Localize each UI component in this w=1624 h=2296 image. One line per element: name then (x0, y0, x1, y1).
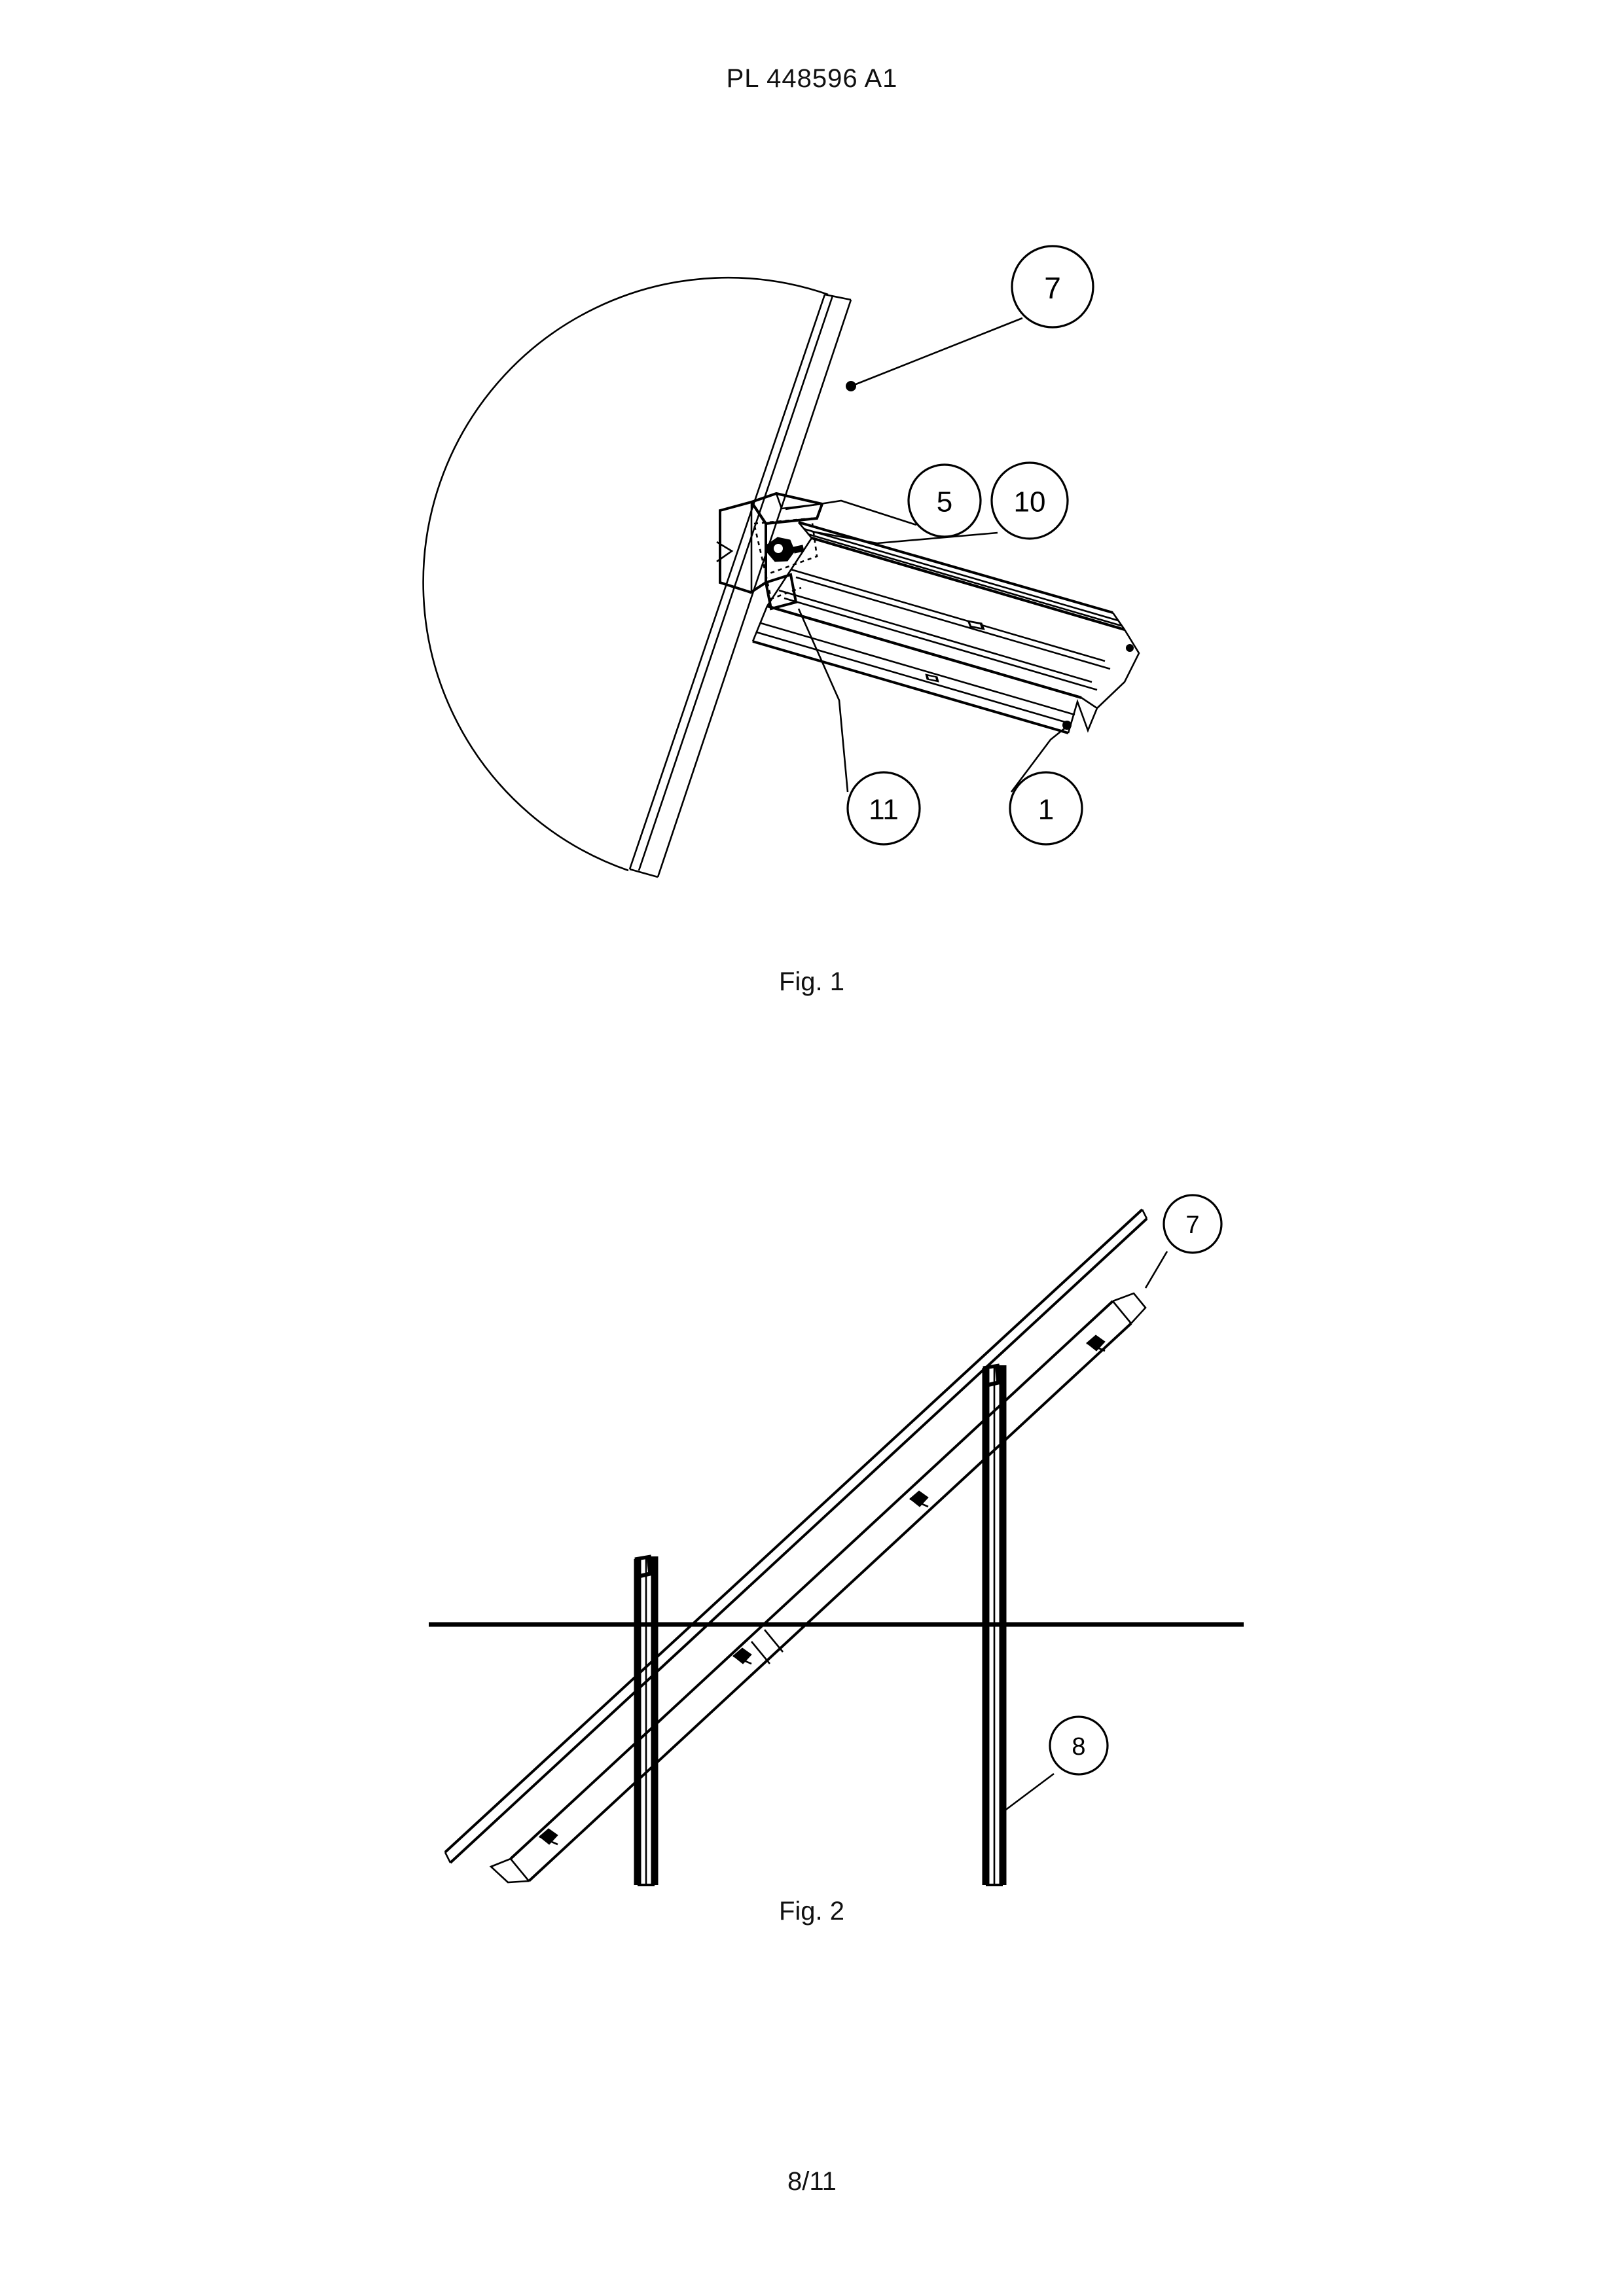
callout-circle (1011, 245, 1094, 329)
callout-circle (1009, 771, 1083, 846)
callout-bubble-5: 5 (907, 463, 982, 538)
leader-7 (850, 317, 1023, 387)
rail-clamp-nodes (539, 1335, 1106, 1846)
rail-clamp-node (539, 1828, 558, 1846)
callout-bubble-7: 7 (1011, 245, 1094, 329)
rail-clamp-node (1086, 1335, 1106, 1352)
callout-bubble-8: 8 (1049, 1715, 1109, 1776)
leader-lines-fig1 (785, 317, 1068, 793)
callout-circle (1049, 1715, 1109, 1776)
sheet-header: PL 448596 A1 (726, 64, 898, 93)
rail-clamp-node (732, 1647, 752, 1665)
detail-boundary-arc (422, 277, 829, 872)
leader-7 (1144, 1251, 1168, 1289)
sheet-page-number: 8/11 (787, 2167, 837, 2196)
callout-circle (1163, 1194, 1223, 1254)
callout-bubble-11: 11 (846, 771, 921, 846)
rail-clamp-node (909, 1490, 929, 1508)
leader-11 (797, 608, 849, 793)
inclined-rail-7 (444, 1208, 1148, 1884)
figure-1-caption: Fig. 1 (778, 967, 845, 996)
leader-lines-fig2 (1001, 1251, 1168, 1814)
leader-5 (785, 499, 917, 526)
callout-circle (990, 461, 1069, 540)
figure-2: 78 (429, 1194, 1244, 1886)
callout-circle (846, 771, 921, 846)
callout-circle (907, 463, 982, 538)
hex-bolt-head (767, 537, 795, 562)
leader-1 (1010, 725, 1068, 793)
post-left-8 (634, 1556, 659, 1886)
callout-group-fig2: 78 (1049, 1194, 1223, 1776)
callout-label: 8 (1072, 1733, 1085, 1761)
figure-2-caption: Fig. 2 (778, 1897, 845, 1926)
callout-label: 5 (937, 486, 952, 518)
callout-label: 10 (1014, 486, 1046, 518)
callout-bubble-1: 1 (1009, 771, 1083, 846)
leader-10 (811, 530, 998, 545)
callout-label: 7 (1185, 1211, 1199, 1239)
leader-7-dot (846, 381, 856, 391)
c-channel-purlin-1 (751, 521, 1140, 734)
callout-label: 7 (1044, 271, 1061, 305)
panel-rail-7 (628, 293, 852, 878)
callout-label: 1 (1038, 794, 1054, 826)
leader-8 (1001, 1772, 1055, 1814)
callout-bubble-10: 10 (990, 461, 1069, 540)
callout-label: 11 (869, 794, 899, 826)
callout-bubble-7: 7 (1163, 1194, 1223, 1254)
